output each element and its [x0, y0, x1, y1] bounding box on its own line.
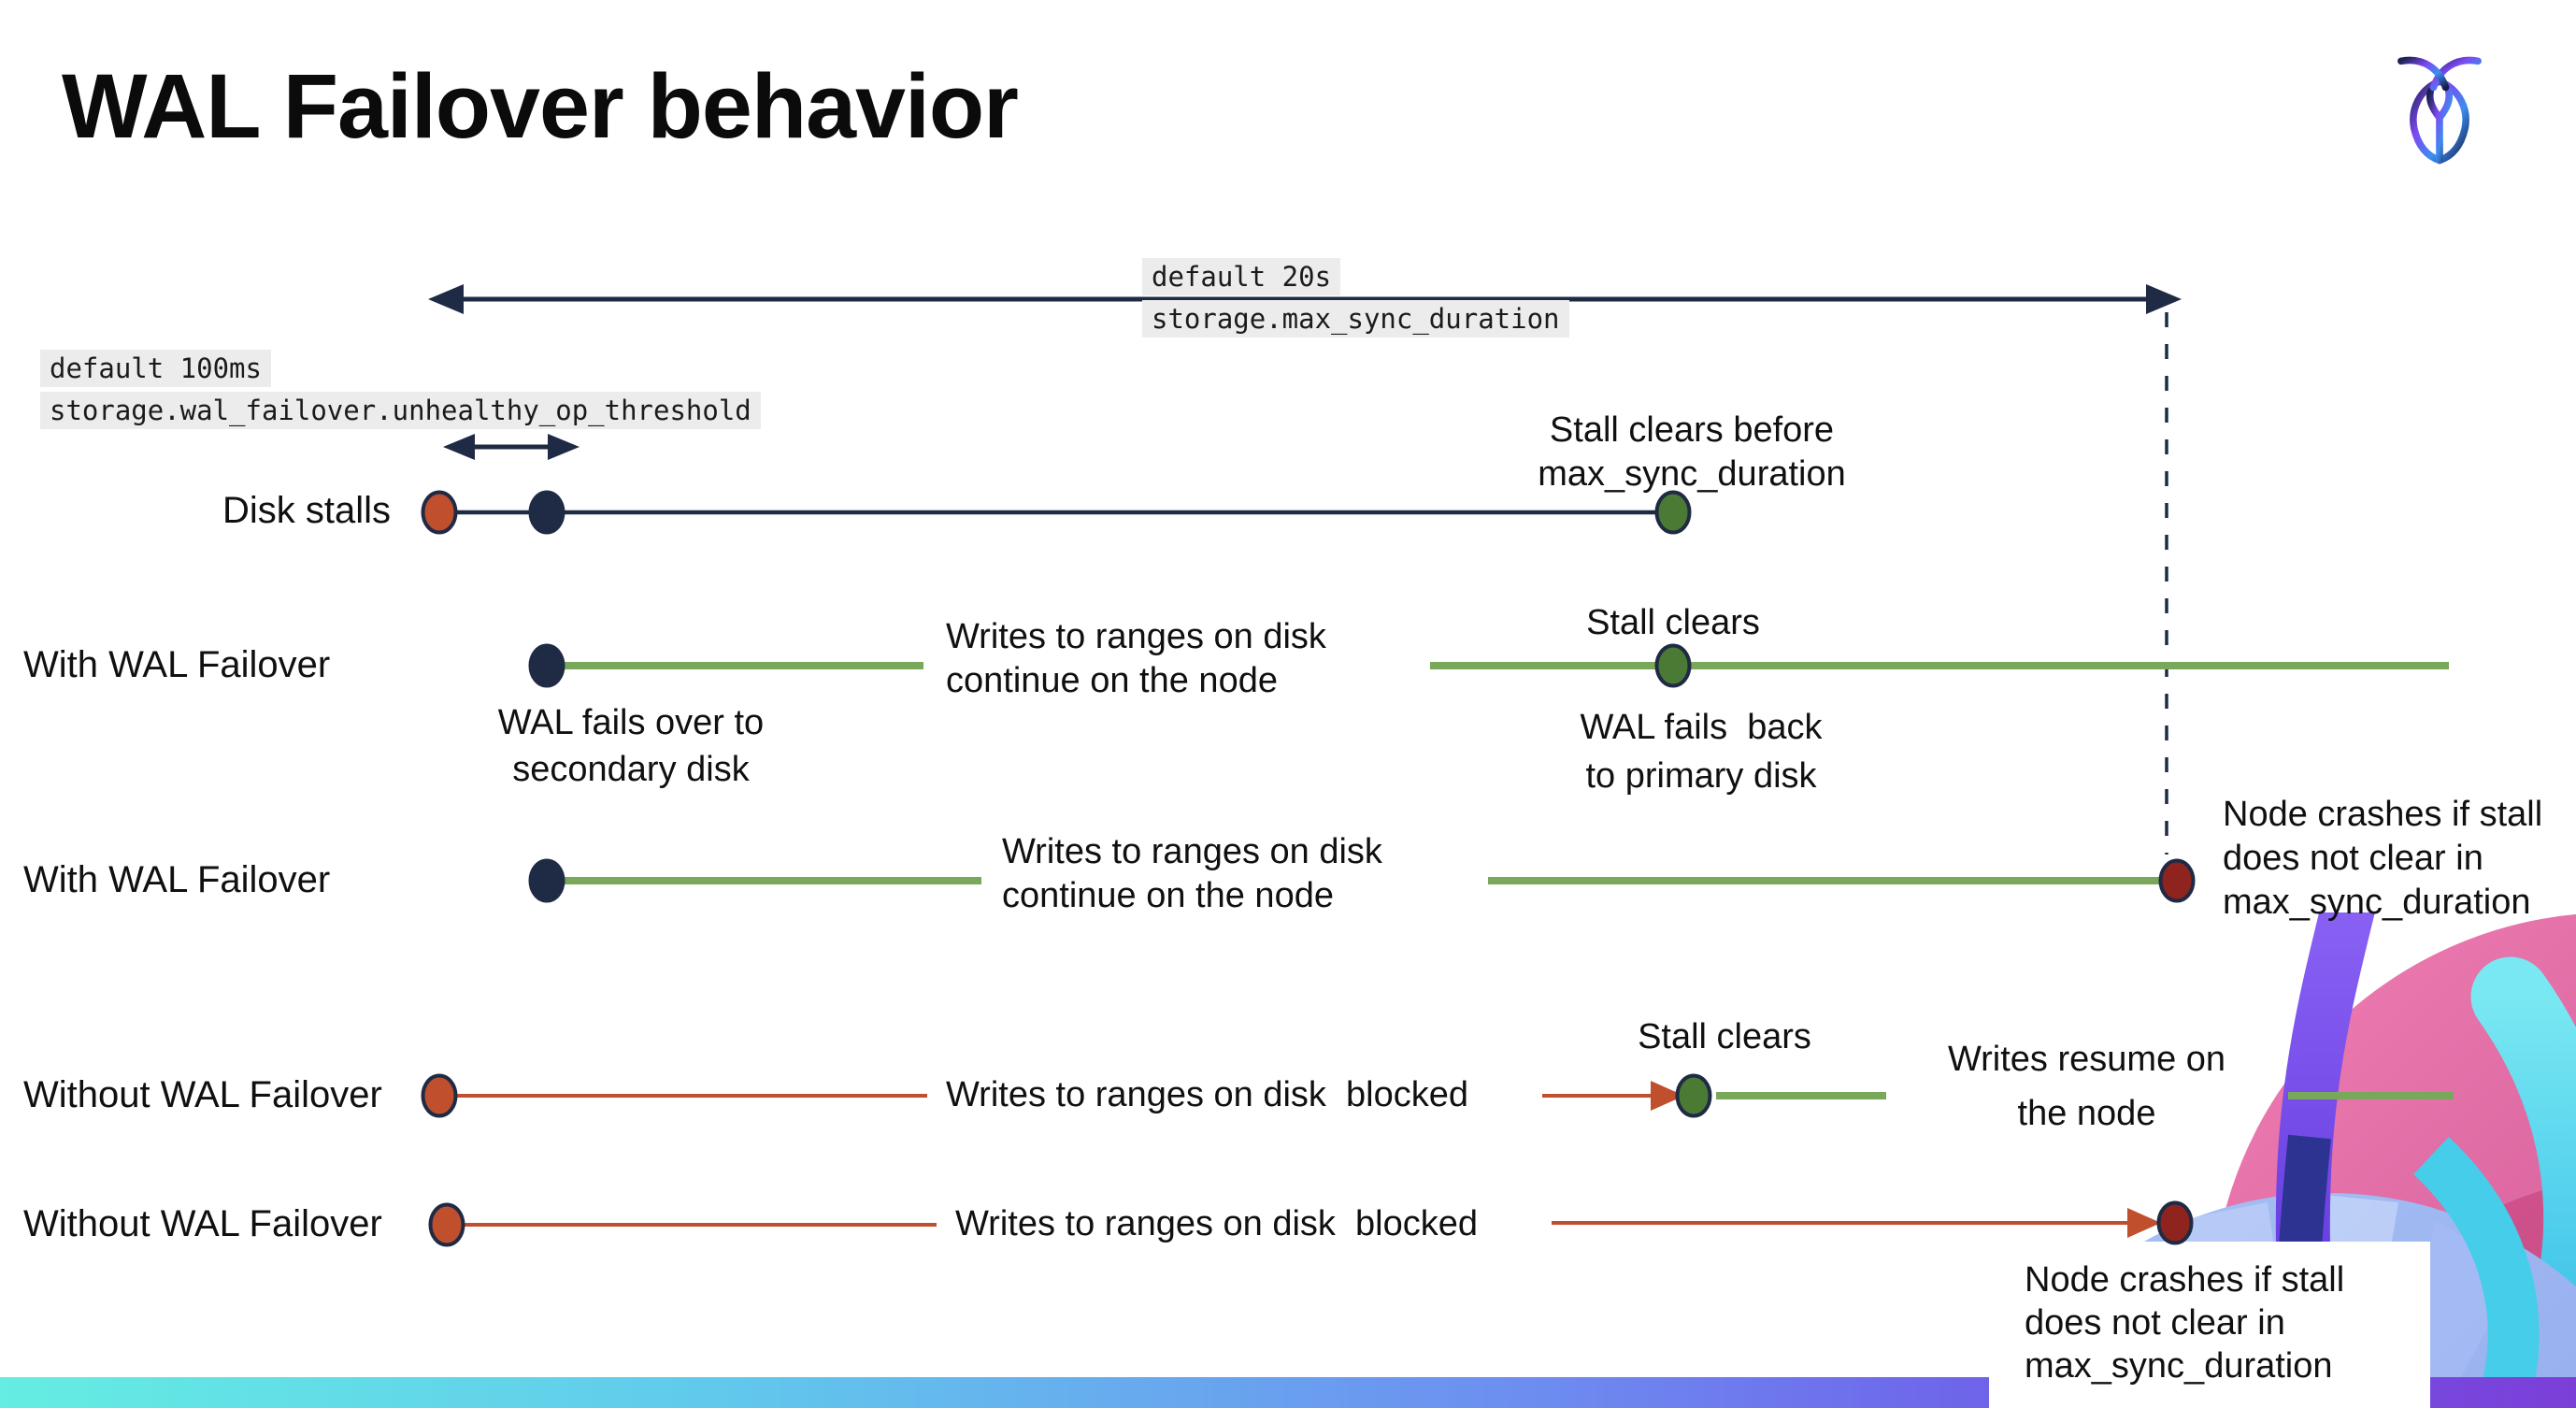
row5-stall-start-dot — [428, 1202, 465, 1247]
row3-crash-dot — [2158, 858, 2196, 903]
crash-callout-box: Node crashes if stall does not clear in … — [1989, 1242, 2430, 1408]
row5-label: Without WAL Failover — [23, 1203, 382, 1244]
art-cyan-leg-inner — [2412, 1136, 2540, 1408]
unhealthy-op-setting-name: storage.wal_failover.unhealthy_op_thresh… — [40, 392, 761, 429]
row4-stall-clears-note: Stall clears — [1638, 1017, 1811, 1056]
arrowhead-left-icon — [428, 284, 464, 314]
unhealthy-op-default-value: default 100ms — [40, 350, 271, 387]
cockroachdb-logo-icon — [2397, 56, 2482, 165]
arrowhead-left-icon — [443, 434, 475, 460]
arrowhead-right-icon — [2146, 284, 2182, 314]
row3-crash-note: Node crashes if stall does not clear in … — [2223, 795, 2543, 922]
red-arrowhead-icon — [2127, 1208, 2161, 1238]
arrowhead-right-icon — [548, 434, 580, 460]
row3-label: With WAL Failover — [23, 859, 331, 900]
row2-writes-note: Writes to ranges on disk continue on the… — [946, 617, 1326, 700]
row4-stall-clears-dot — [1675, 1073, 1712, 1118]
row3-failover-dot — [528, 858, 565, 903]
row5-crash-dot — [2156, 1200, 2194, 1245]
row2-stall-clears-note: Stall clears — [1586, 603, 1760, 642]
row1-threshold-dot — [528, 490, 565, 535]
row2-failover-note: WAL fails over to secondary disk — [497, 703, 765, 789]
row1-stall-clears-note: Stall clears before max_sync_duration — [1538, 410, 1846, 494]
page-title: WAL Failover behavior — [62, 55, 1019, 157]
row3-writes-note: Writes to ranges on disk continue on the… — [1002, 832, 1382, 915]
row4-writes-note: Writes to ranges on disk blocked — [946, 1075, 1469, 1114]
crash-note-without-failover: Node crashes if stall does not clear in … — [2025, 1260, 2345, 1386]
row2-failover-dot — [528, 643, 565, 688]
unhealthy-op-threshold-label: default 100ms storage.wal_failover.unhea… — [40, 350, 761, 429]
row4-stall-start-dot — [421, 1073, 458, 1118]
row2-stall-clears-dot — [1654, 643, 1692, 688]
max-sync-duration-label: default 20s storage.max_sync_duration — [1142, 258, 1569, 338]
row2-failback-note: WAL fails back to primary disk — [1580, 708, 1823, 796]
max-sync-setting-name: storage.max_sync_duration — [1142, 300, 1569, 338]
max-sync-default-value: default 20s — [1142, 258, 1341, 295]
row1-stall-start-dot — [421, 490, 458, 535]
row4-label: Without WAL Failover — [23, 1074, 382, 1115]
row4-resume-note: Writes resume on the node — [1947, 1040, 2226, 1133]
red-arrowhead-icon — [1651, 1081, 1684, 1111]
row1-stall-clears-dot — [1654, 490, 1692, 535]
row5-writes-note: Writes to ranges on disk blocked — [955, 1204, 1479, 1243]
row2-label: With WAL Failover — [23, 644, 331, 685]
row1-label: Disk stalls — [222, 490, 392, 531]
